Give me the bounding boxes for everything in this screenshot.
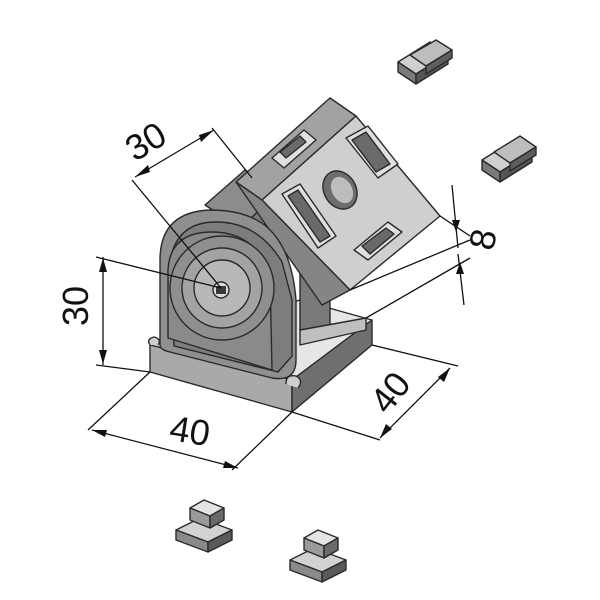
slot-nut-top-2 [481,135,537,183]
head-slot-left [281,183,337,249]
dim-label-right-8: 8 [461,225,505,253]
head-slot-upper [271,129,317,169]
slot-nut-bottom-2 [289,529,347,583]
dim-label-bottom-left-40: 40 [167,407,213,454]
slot-nut-top-1 [397,39,453,85]
dim-label-bottom-right-40: 40 [362,364,419,421]
dim-label-top-30: 30 [118,113,173,169]
dimension-lines [87,127,471,471]
head-slot-right [345,125,399,179]
dim-label-left-30: 30 [55,286,96,326]
head-slot-bottom [353,221,403,261]
angle-bracket-body [147,97,441,413]
slot-nut-bottom-1 [175,499,233,553]
